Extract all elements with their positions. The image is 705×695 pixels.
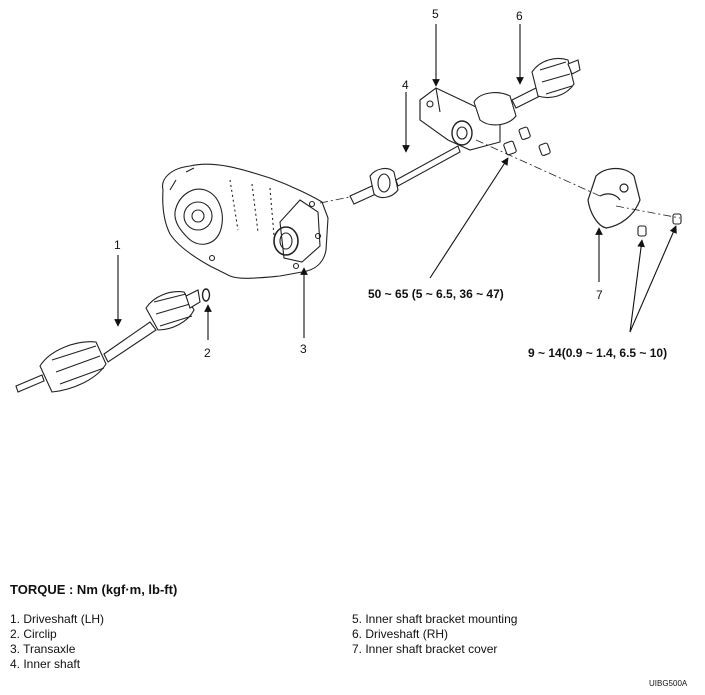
callout-7: 7 bbox=[596, 288, 603, 302]
callout-4: 4 bbox=[402, 78, 409, 92]
circlip-illustration bbox=[201, 288, 211, 302]
callout-3: 3 bbox=[300, 342, 307, 356]
bracket-bolts-illustration bbox=[503, 126, 551, 156]
legend-item-transaxle: 3. Transaxle bbox=[10, 642, 76, 656]
callout-5: 5 bbox=[432, 7, 439, 21]
torque-spec-cover-bolts: 9 ~ 14(0.9 ~ 1.4, 6.5 ~ 10) bbox=[528, 346, 668, 360]
assembly-centerline bbox=[319, 139, 681, 219]
document-code: UIBG500A bbox=[649, 679, 688, 688]
legend-item-driveshaft-lh: 1. Driveshaft (LH) bbox=[10, 612, 105, 626]
torque-spec-bracket-bolts: 50 ~ 65 (5 ~ 6.5, 36 ~ 47) bbox=[368, 287, 504, 301]
driveshaft-rh-illustration bbox=[473, 57, 581, 126]
leader-lines bbox=[114, 24, 677, 340]
driveshaft-lh-illustration bbox=[15, 289, 201, 393]
bracket-cover-illustration bbox=[587, 167, 641, 229]
transaxle-illustration bbox=[162, 163, 329, 279]
legend-item-driveshaft-rh: 6. Driveshaft (RH) bbox=[352, 627, 449, 641]
legend-item-bracket-mounting: 5. Inner shaft bracket mounting bbox=[352, 612, 518, 626]
callout-2: 2 bbox=[204, 346, 211, 360]
cover-bolts-illustration bbox=[637, 213, 682, 237]
legend-item-circlip: 2. Circlip bbox=[10, 627, 57, 641]
callout-6: 6 bbox=[516, 9, 523, 23]
callout-1: 1 bbox=[114, 238, 121, 252]
inner-shaft-illustration bbox=[349, 145, 461, 205]
driveshaft-exploded-view bbox=[15, 24, 682, 393]
torque-legend-title: TORQUE : Nm (kgf·m, lb-ft) bbox=[10, 582, 178, 597]
bracket-mounting-illustration bbox=[419, 87, 501, 151]
legend-item-inner-shaft: 4. Inner shaft bbox=[10, 657, 81, 671]
legend-item-bracket-cover: 7. Inner shaft bracket cover bbox=[352, 642, 498, 656]
